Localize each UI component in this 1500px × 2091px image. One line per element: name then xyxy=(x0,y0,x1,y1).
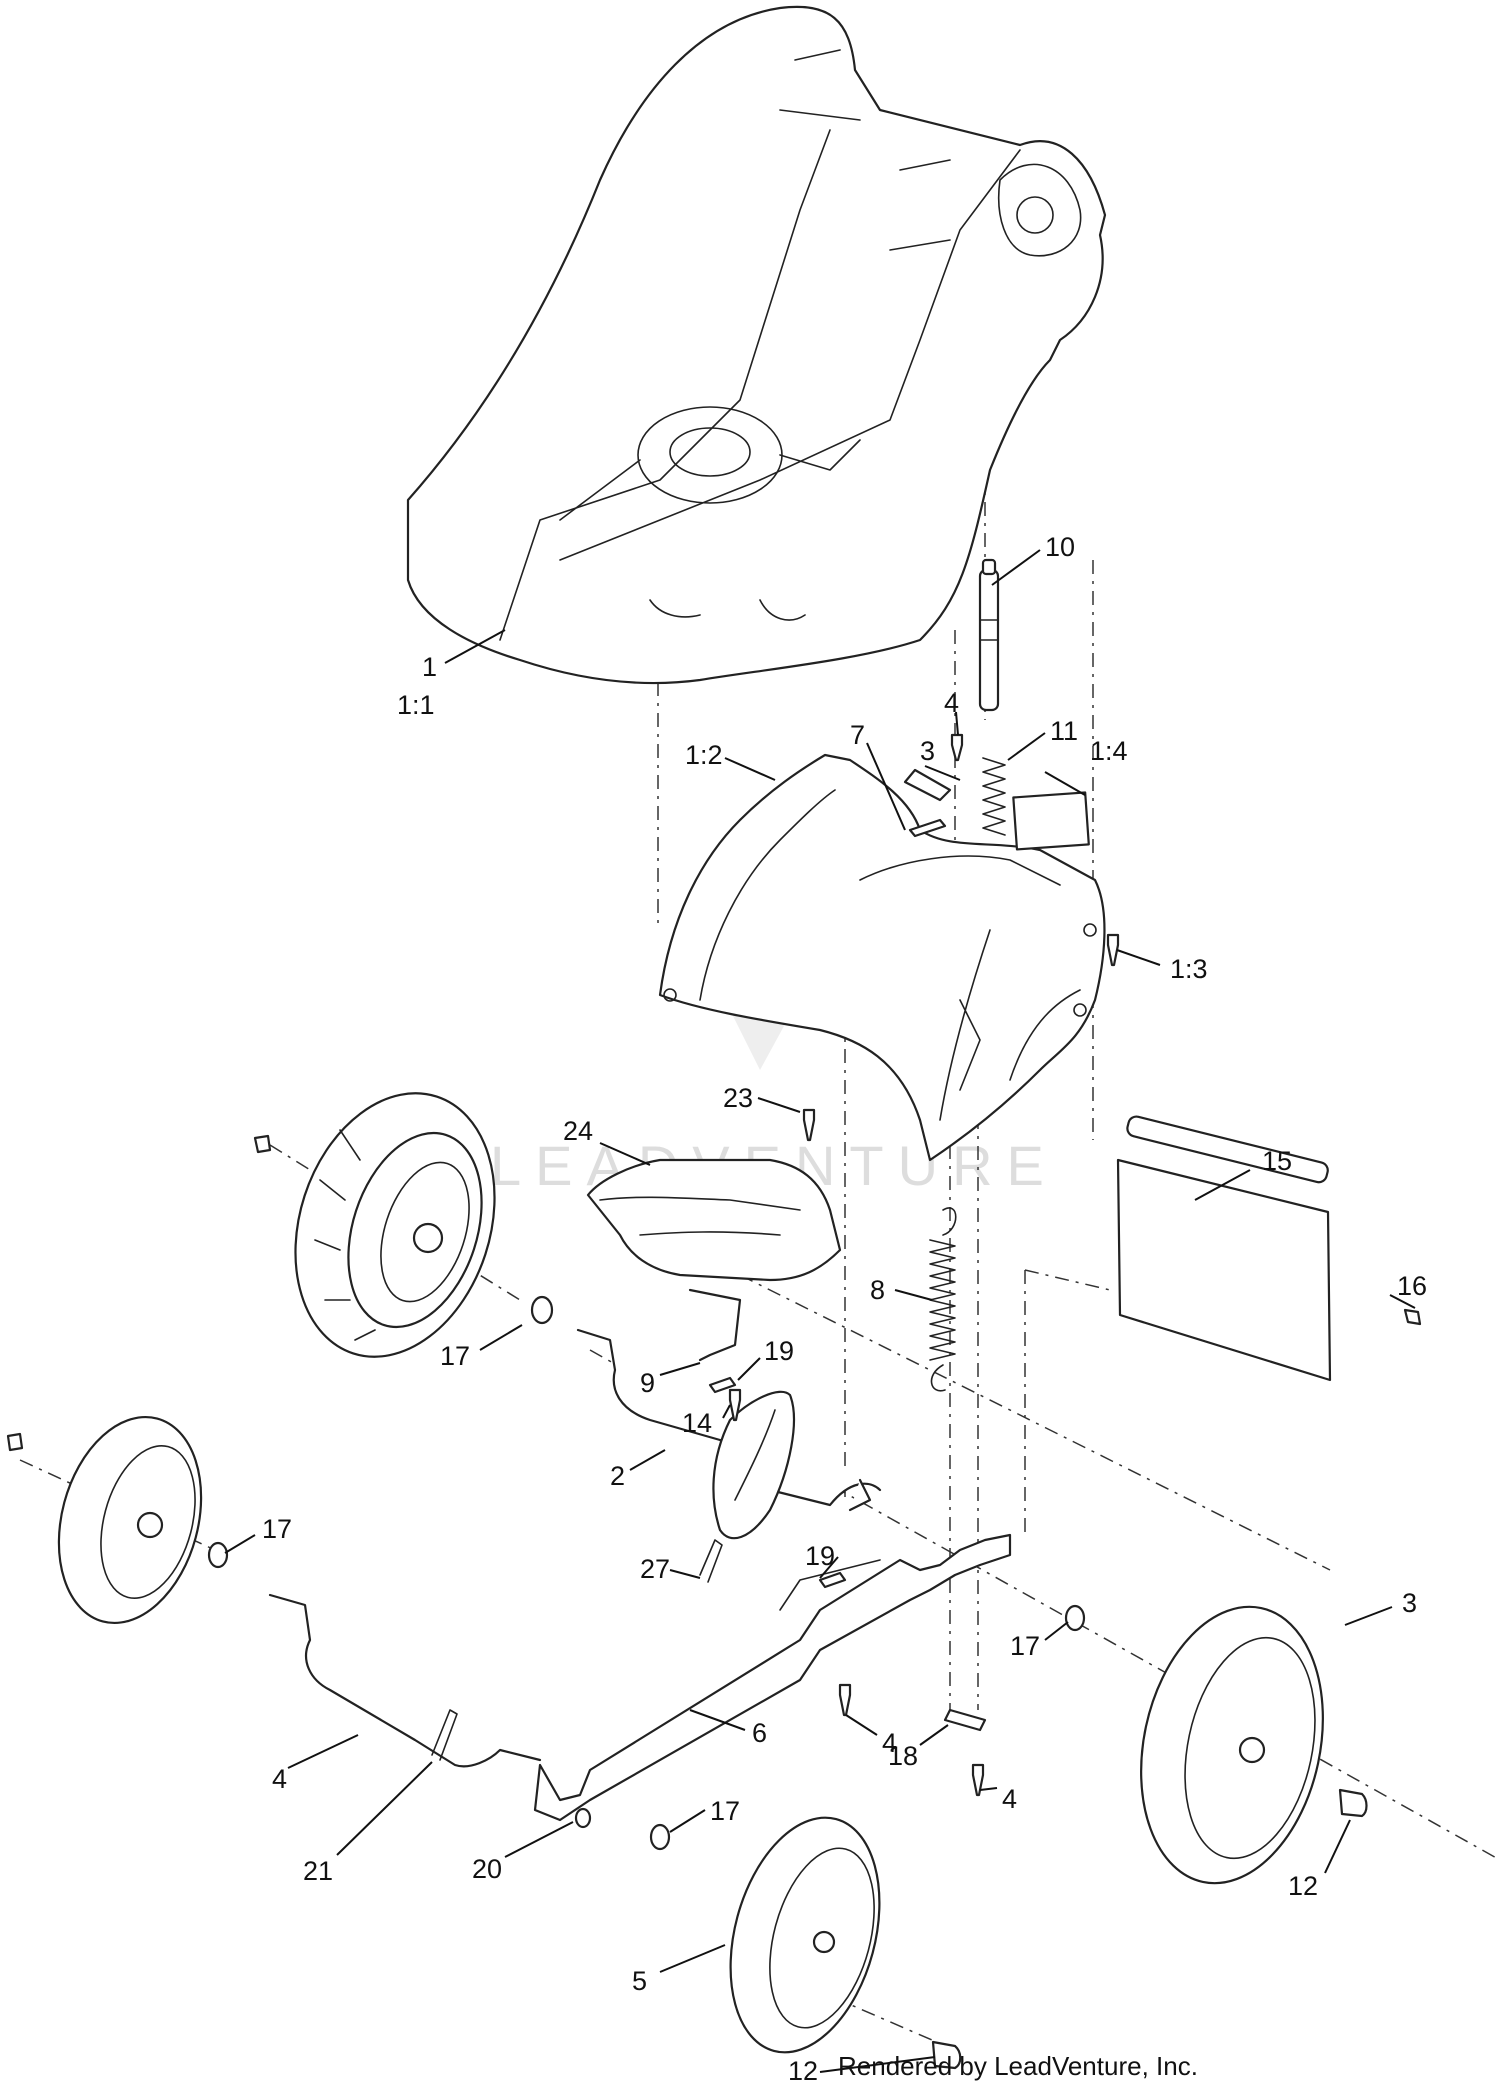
front-wheel-right xyxy=(729,1816,881,2054)
bracket-18 xyxy=(943,1708,987,1732)
flap-screw xyxy=(1403,1308,1422,1326)
callout-6: 6 xyxy=(752,1718,767,1748)
callout-3-wheel: 3 xyxy=(1402,1588,1417,1618)
callout-4-top: 4 xyxy=(944,688,959,718)
washer-17c xyxy=(1064,1604,1086,1632)
callout-9: 9 xyxy=(640,1368,655,1398)
callout-2: 2 xyxy=(610,1461,625,1491)
callout-1: 1 xyxy=(422,652,437,682)
mower-deck xyxy=(406,5,1107,685)
screw-4b xyxy=(838,1683,852,1717)
rear-wheel-left xyxy=(294,1092,496,1358)
clip-19b xyxy=(818,1571,847,1589)
axle-washer xyxy=(574,1807,592,1829)
clip-19a xyxy=(708,1376,737,1394)
callout-16: 16 xyxy=(1397,1271,1427,1301)
callout-3-plate: 3 xyxy=(920,736,935,766)
callout-10: 10 xyxy=(1045,532,1075,562)
callout-5: 5 xyxy=(632,1966,647,1996)
rear-wheel-right xyxy=(1140,1605,1324,1885)
callout-27: 27 xyxy=(640,1554,670,1584)
callout-21: 21 xyxy=(303,1856,333,1886)
callout-7: 7 xyxy=(850,720,865,750)
callout-8: 8 xyxy=(870,1275,885,1305)
compression-spring xyxy=(982,757,1006,836)
callout-19a: 19 xyxy=(764,1336,794,1366)
render-credit: Rendered by LeadVenture, Inc. xyxy=(838,2051,1198,2081)
callout-24: 24 xyxy=(563,1116,593,1146)
decal-plate xyxy=(1012,791,1090,851)
height-link xyxy=(533,1533,1012,1822)
callouts: 1 1:1 1:2 10 4 3 7 11 1:4 1:3 23 24 15 1… xyxy=(262,532,1427,2086)
height-adjust-knob xyxy=(978,558,1000,712)
height-lever xyxy=(688,1288,796,1540)
mulch-baffle xyxy=(586,1158,842,1282)
callout-23: 23 xyxy=(723,1083,753,1113)
callout-1-3: 1:3 xyxy=(1170,954,1208,984)
callout-15: 15 xyxy=(1262,1146,1292,1176)
hubcap-front xyxy=(931,2040,962,2070)
callout-4-mid: 4 xyxy=(882,1728,897,1758)
callout-1-1: 1:1 xyxy=(397,690,435,720)
callout-4-low: 4 xyxy=(1002,1784,1017,1814)
screw-top xyxy=(950,733,964,762)
front-wheel-left xyxy=(57,1415,203,1625)
callout-14: 14 xyxy=(682,1408,712,1438)
callout-12-front: 12 xyxy=(788,2056,818,2086)
callout-12-rear: 12 xyxy=(1288,1871,1318,1901)
callout-1-4: 1:4 xyxy=(1090,736,1128,766)
callout-4-axle: 4 xyxy=(272,1764,287,1794)
leader-lines xyxy=(224,549,1416,2073)
callout-17a: 17 xyxy=(440,1341,470,1371)
lever-screw xyxy=(728,1388,742,1422)
callout-1-2: 1:2 xyxy=(685,740,723,770)
chute-housing xyxy=(658,753,1106,1162)
hubcap-rear xyxy=(1338,1788,1368,1818)
wheel-bolt xyxy=(253,1134,272,1154)
screw-plate xyxy=(903,768,952,802)
washer-17b xyxy=(207,1541,229,1569)
hairpin xyxy=(699,1539,723,1583)
rear-flap xyxy=(1116,1115,1332,1382)
callout-18: 18 xyxy=(888,1741,918,1771)
front-bolt xyxy=(6,1432,24,1452)
cotter-pin xyxy=(431,1709,458,1761)
callout-19b: 19 xyxy=(805,1541,835,1571)
callout-20: 20 xyxy=(472,1854,502,1884)
callout-17d: 17 xyxy=(710,1796,740,1826)
washer-17a xyxy=(530,1295,554,1325)
callout-11: 11 xyxy=(1050,716,1078,746)
front-axle xyxy=(268,1593,542,1768)
extension-spring xyxy=(929,1207,957,1392)
housing-screw xyxy=(1106,933,1120,967)
pin-7 xyxy=(908,818,947,838)
screw-4c xyxy=(971,1763,985,1797)
callout-17b: 17 xyxy=(262,1514,292,1544)
washer-17d xyxy=(649,1823,671,1851)
callout-17c: 17 xyxy=(1010,1631,1040,1661)
baffle-screw xyxy=(802,1108,816,1142)
